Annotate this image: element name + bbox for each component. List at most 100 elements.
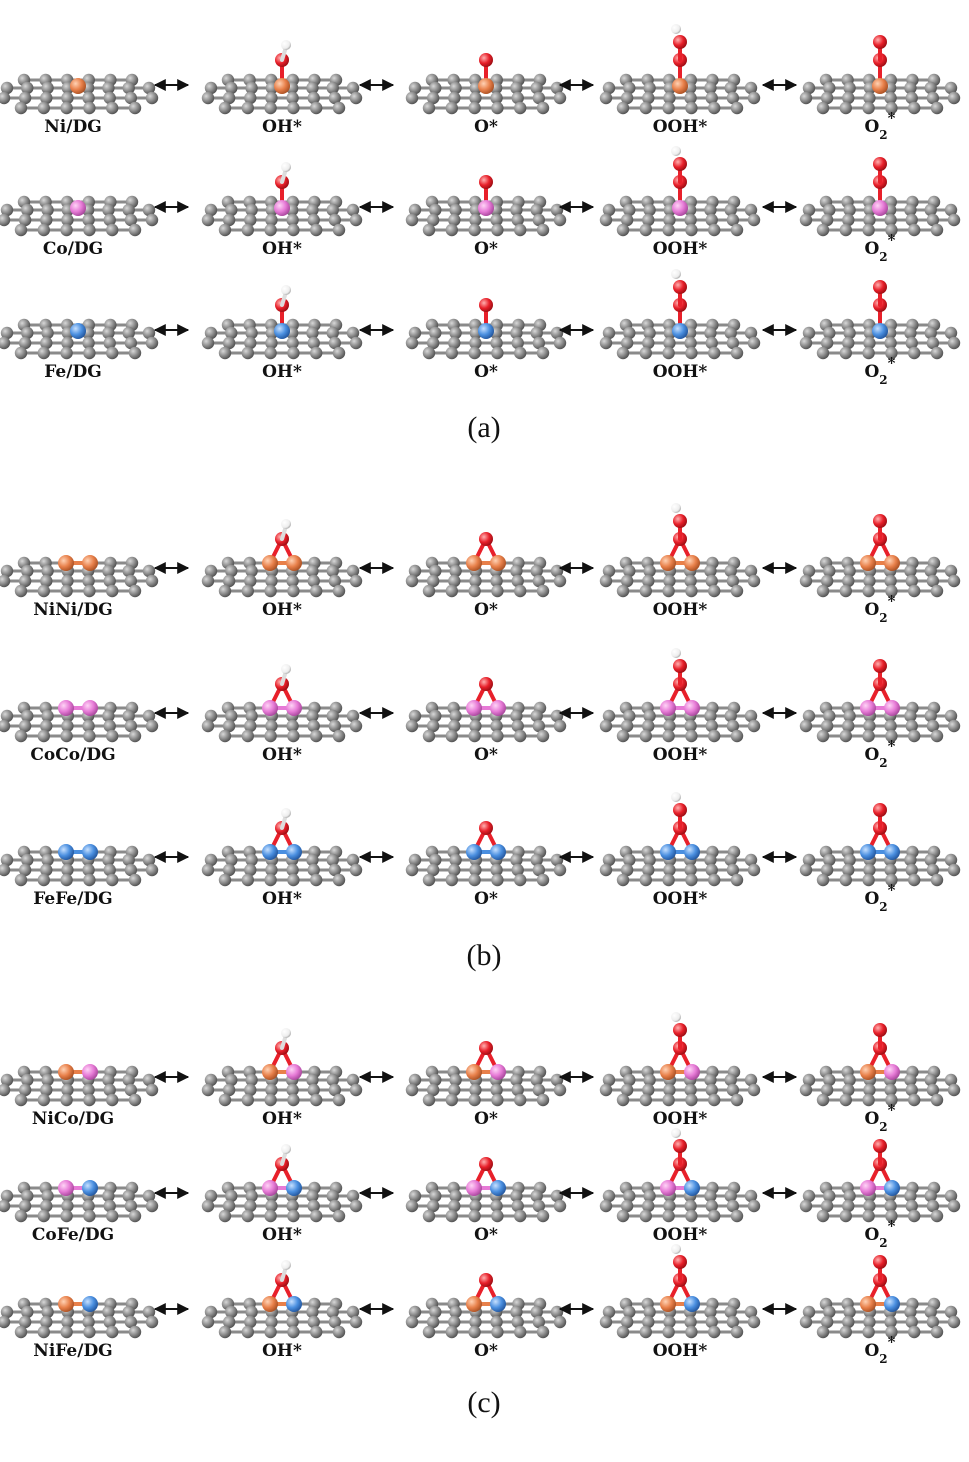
carbon-atom [623, 326, 636, 340]
metal-atom-fe [286, 1296, 302, 1312]
metal-atom-co [660, 700, 676, 716]
oxygen-atom [673, 659, 687, 673]
carbon-atom [599, 336, 613, 350]
carbon-atom [14, 346, 28, 360]
carbon-atom [225, 203, 238, 217]
molecule-OOH [599, 792, 761, 887]
carbon-atom [553, 91, 567, 105]
hydrogen-atom [671, 1128, 681, 1138]
carbon-atom [245, 81, 258, 95]
carbon-atom [328, 91, 342, 105]
carbon-atom [511, 863, 524, 877]
metal-atom-co [70, 200, 86, 216]
metal-atom-ni [860, 555, 876, 571]
carbon-atom [346, 1189, 360, 1203]
carbon-atom [405, 574, 419, 588]
carbon-atom [83, 873, 96, 887]
carbon-atom [602, 81, 616, 95]
metal-atom-ni [466, 555, 482, 571]
catalyst-label: CoFe/DG [32, 1225, 114, 1245]
carbon-atom [724, 203, 737, 217]
carbon-atom [0, 719, 11, 733]
carbon-atom [346, 203, 360, 217]
carbon-atom [839, 729, 852, 743]
carbon-atom [843, 326, 856, 340]
carbon-atom [14, 101, 28, 115]
carbon-atom [643, 203, 656, 217]
carbon-atom [286, 1199, 299, 1213]
carbon-atom [445, 1209, 458, 1223]
carbon-atom [511, 1199, 524, 1213]
oxygen-atom [873, 659, 887, 673]
carbon-atom [643, 326, 656, 340]
carbon-atom [944, 1189, 958, 1203]
carbon-atom [41, 1189, 54, 1203]
carbon-atom [662, 873, 675, 887]
carbon-atom [14, 729, 28, 743]
carbon-atom [924, 203, 937, 217]
carbon-atom [18, 574, 32, 588]
carbon-atom [536, 729, 550, 743]
carbon-atom [201, 91, 215, 105]
carbon-atom [349, 863, 363, 877]
carbon-atom [944, 564, 958, 578]
metal-atom-fe [884, 1296, 900, 1312]
catalyst-label: Co/DG [43, 239, 103, 259]
carbon-atom [326, 853, 339, 867]
carbon-atom [0, 213, 11, 227]
carbon-atom [842, 719, 855, 733]
carbon-atom [491, 101, 504, 115]
carbon-atom [408, 1073, 422, 1087]
carbon-atom [306, 1189, 319, 1203]
oxygen-atom [479, 175, 493, 189]
carbon-atom [823, 709, 836, 723]
carbon-atom [18, 719, 32, 733]
carbon-atom [908, 729, 921, 743]
carbon-atom [218, 223, 232, 237]
panel-label: (c) [467, 1386, 500, 1419]
carbon-atom [799, 336, 813, 350]
carbon-atom [83, 101, 96, 115]
molecule-base [0, 1296, 159, 1339]
carbon-atom [128, 223, 142, 237]
carbon-atom [307, 1199, 320, 1213]
carbon-atom [245, 564, 258, 578]
carbon-atom [663, 91, 676, 105]
carbon-atom [332, 1093, 346, 1107]
carbon-atom [908, 223, 921, 237]
carbon-atom [510, 81, 523, 95]
carbon-atom [468, 1209, 481, 1223]
metal-atom-co [262, 1180, 278, 1196]
metal-atom-co [872, 200, 888, 216]
molecule-OH [201, 285, 363, 360]
panel-label: (a) [467, 411, 500, 444]
carbon-atom [449, 326, 462, 340]
carbon-atom [265, 719, 278, 733]
carbon-atom [884, 336, 897, 350]
carbon-atom [947, 91, 961, 105]
carbon-atom [241, 1325, 254, 1339]
carbon-atom [0, 1315, 11, 1329]
carbon-atom [843, 853, 856, 867]
carbon-atom [122, 203, 135, 217]
carbon-atom [37, 1209, 50, 1223]
carbon-atom [553, 1199, 567, 1213]
carbon-atom [40, 1199, 53, 1213]
carbon-atom [405, 1083, 419, 1097]
carbon-atom [553, 213, 567, 227]
carbon-atom [823, 1189, 836, 1203]
carbon-atom [83, 223, 96, 237]
carbon-atom [491, 223, 504, 237]
carbon-atom [802, 1073, 816, 1087]
carbon-atom [241, 584, 254, 598]
carbon-atom [908, 101, 921, 115]
carbon-atom [103, 91, 116, 105]
carbon-atom [820, 1083, 834, 1097]
carbon-atom [491, 1209, 504, 1223]
carbon-atom [514, 1325, 527, 1339]
carbon-atom [553, 1083, 567, 1097]
carbon-atom [511, 336, 524, 350]
carbon-atom [930, 223, 944, 237]
carbon-atom [704, 564, 717, 578]
carbon-atom [924, 709, 937, 723]
